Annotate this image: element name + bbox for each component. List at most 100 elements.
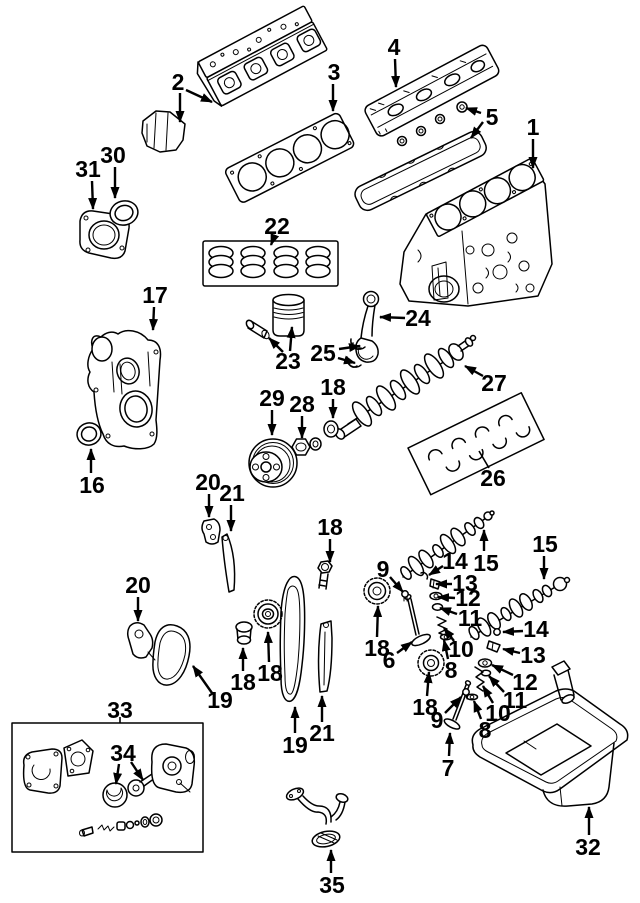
callout-valve-cover: 4 <box>388 34 401 88</box>
callout-rod-bearings: 25 <box>310 340 361 366</box>
engine-block-art <box>399 157 553 307</box>
callout-balance-chain: 19 <box>192 665 233 713</box>
callout-head-gasket: 3 <box>328 59 341 112</box>
part-number-spring-seat-lower-exhaust: 8 <box>479 717 492 743</box>
piston-art <box>245 293 305 340</box>
part-number-front-crank-seal: 16 <box>79 472 105 498</box>
leader-line-cam-key-exhaust <box>502 626 524 636</box>
leader-line-exhaust-valve <box>445 732 455 757</box>
leader-line-valve-stem-seal-intake <box>389 576 404 593</box>
part-number-intake-valve: 6 <box>383 647 396 673</box>
part-number-pulley-hub-nut: 28 <box>289 391 315 417</box>
callout-front-crank-seal: 16 <box>79 448 105 498</box>
part-number-spring-seat-intake: 11 <box>458 605 483 631</box>
part-number-spring-retainer-exhaust: 12 <box>512 669 538 695</box>
callout-piston-and-pin: 23 <box>268 326 301 374</box>
pulley-washer-art <box>323 420 339 438</box>
leader-line-timing-cover <box>148 306 158 331</box>
callout-spring-retainer-exhaust: 12 <box>491 663 538 695</box>
part-number-connecting-rod: 24 <box>405 305 431 331</box>
callout-exhaust-camshaft: 15 <box>532 531 558 580</box>
callout-main-bearing-set: 26 <box>478 450 506 491</box>
part-number-valve-spring-exhaust: 10 <box>485 700 511 726</box>
part-number-tensioner-bolt: 18 <box>317 514 343 540</box>
callout-cam-sprocket-exhaust: 18 <box>412 671 438 720</box>
callout-rear-seal-retainer: 31 <box>75 156 101 210</box>
cam-sprocket-exhaust-art <box>417 649 445 677</box>
callout-valve-stem-seal-intake: 9 <box>377 556 404 593</box>
part-number-oil-pump-kit: 33 <box>107 697 133 723</box>
part-number-chain-tensioner-lower: 20 <box>125 572 151 598</box>
leader-line-rod-bearings <box>337 355 356 365</box>
callout-pulley-washer: 18 <box>320 374 346 419</box>
part-number-crank-pulley: 29 <box>259 385 285 411</box>
part-number-exhaust-valve: 7 <box>442 755 455 781</box>
callout-pulley-hub-nut: 28 <box>289 391 315 439</box>
leader-line-cam-sprocket-intake <box>373 605 383 638</box>
intake-camshaft-art <box>400 510 495 580</box>
leader-line-valve-stem-seal-exhaust <box>444 696 462 714</box>
part-number-chain-guide-upper: 21 <box>219 480 245 506</box>
part-number-exhaust-camshaft: 15 <box>532 531 558 557</box>
part-number-spring-retainer-intake: 12 <box>455 585 481 611</box>
callout-connecting-rod: 24 <box>379 305 431 331</box>
oil-pump-relief-valve-parts <box>79 813 163 837</box>
leader-line-spring-retainer-exhaust <box>491 663 514 677</box>
part-number-cam-key-intake: 14 <box>442 548 468 574</box>
leader-line-piston-and-pin <box>286 326 296 352</box>
valvetrain-small-parts-exhaust <box>462 628 501 701</box>
leader-line-valve-cover-seals <box>470 121 484 139</box>
rear-main-seal-art <box>109 200 139 226</box>
leader-line-spring-seat-lower-exhaust <box>472 700 483 720</box>
callout-timing-chain: 19 <box>282 706 308 758</box>
callout-engine-block: 1 <box>527 114 540 169</box>
callout-valve-keeper-exhaust: 13 <box>502 642 546 668</box>
callout-valve-stem-seal-exhaust: 9 <box>431 696 462 733</box>
leader-line-spring-seat-exhaust <box>488 675 505 693</box>
callout-chain-tensioner-upper: 20 <box>195 469 221 518</box>
part-number-head-gasket: 3 <box>328 59 341 85</box>
callout-crank-pulley: 29 <box>259 385 285 436</box>
part-number-rear-main-seal: 30 <box>100 142 126 168</box>
part-number-piston-ring-set: 22 <box>264 213 290 239</box>
leader-line-intake-valve <box>396 641 413 654</box>
leader-line-crank-sprocket <box>263 631 273 663</box>
callout-spring-seat-intake: 11 <box>439 605 483 631</box>
connecting-rod-art <box>355 290 380 363</box>
part-number-oil-pump-rotors: 34 <box>110 740 136 766</box>
callout-crankshaft: 27 <box>464 364 507 396</box>
timing-chain-art <box>279 575 306 703</box>
leader-line-oil-pump-rotors <box>130 761 144 781</box>
callout-cylinder-head: 2 <box>172 69 213 123</box>
oil-pump-rotors-art <box>102 773 156 808</box>
part-number-valve-keeper-exhaust: 13 <box>520 642 546 668</box>
callout-chain-guide-upper: 21 <box>219 480 245 532</box>
part-number-valve-cover: 4 <box>388 34 401 60</box>
callout-spring-seat-lower-intake: 8 <box>441 639 458 683</box>
pulley-hub-nut-art <box>291 437 322 456</box>
chain-tensioner-upper-art <box>201 518 221 545</box>
part-number-spring-seat-exhaust: 11 <box>503 687 528 713</box>
leader-line-crankshaft <box>464 364 484 378</box>
part-number-balance-chain: 19 <box>207 687 233 713</box>
engine-mount-bracket-art <box>141 110 186 153</box>
part-number-valve-stem-seal-intake: 9 <box>377 556 390 582</box>
callout-chain-tensioner-plunger: 18 <box>230 647 256 695</box>
valve-cover-gasket-art <box>354 130 487 212</box>
part-number-valve-spring-intake: 10 <box>448 636 474 662</box>
main-bearing-set-art <box>407 392 545 496</box>
piston-ring-set-art <box>202 240 339 287</box>
callout-tensioner-bolt: 18 <box>317 514 343 563</box>
callout-chain-guide-lower: 21 <box>309 695 335 746</box>
callout-timing-cover: 17 <box>142 282 168 331</box>
callout-valve-spring-intake: 10 <box>443 627 474 662</box>
valve-cover-art <box>364 44 500 147</box>
part-number-piston-and-pin: 23 <box>275 348 301 374</box>
part-number-cylinder-head: 2 <box>172 69 185 95</box>
leader-line-spring-seat-intake <box>439 606 458 616</box>
callout-cam-key-intake: 14 <box>428 548 468 577</box>
leader-line-oil-pump-rotors <box>113 763 123 785</box>
leader-line-piston-ring-set <box>269 233 280 246</box>
